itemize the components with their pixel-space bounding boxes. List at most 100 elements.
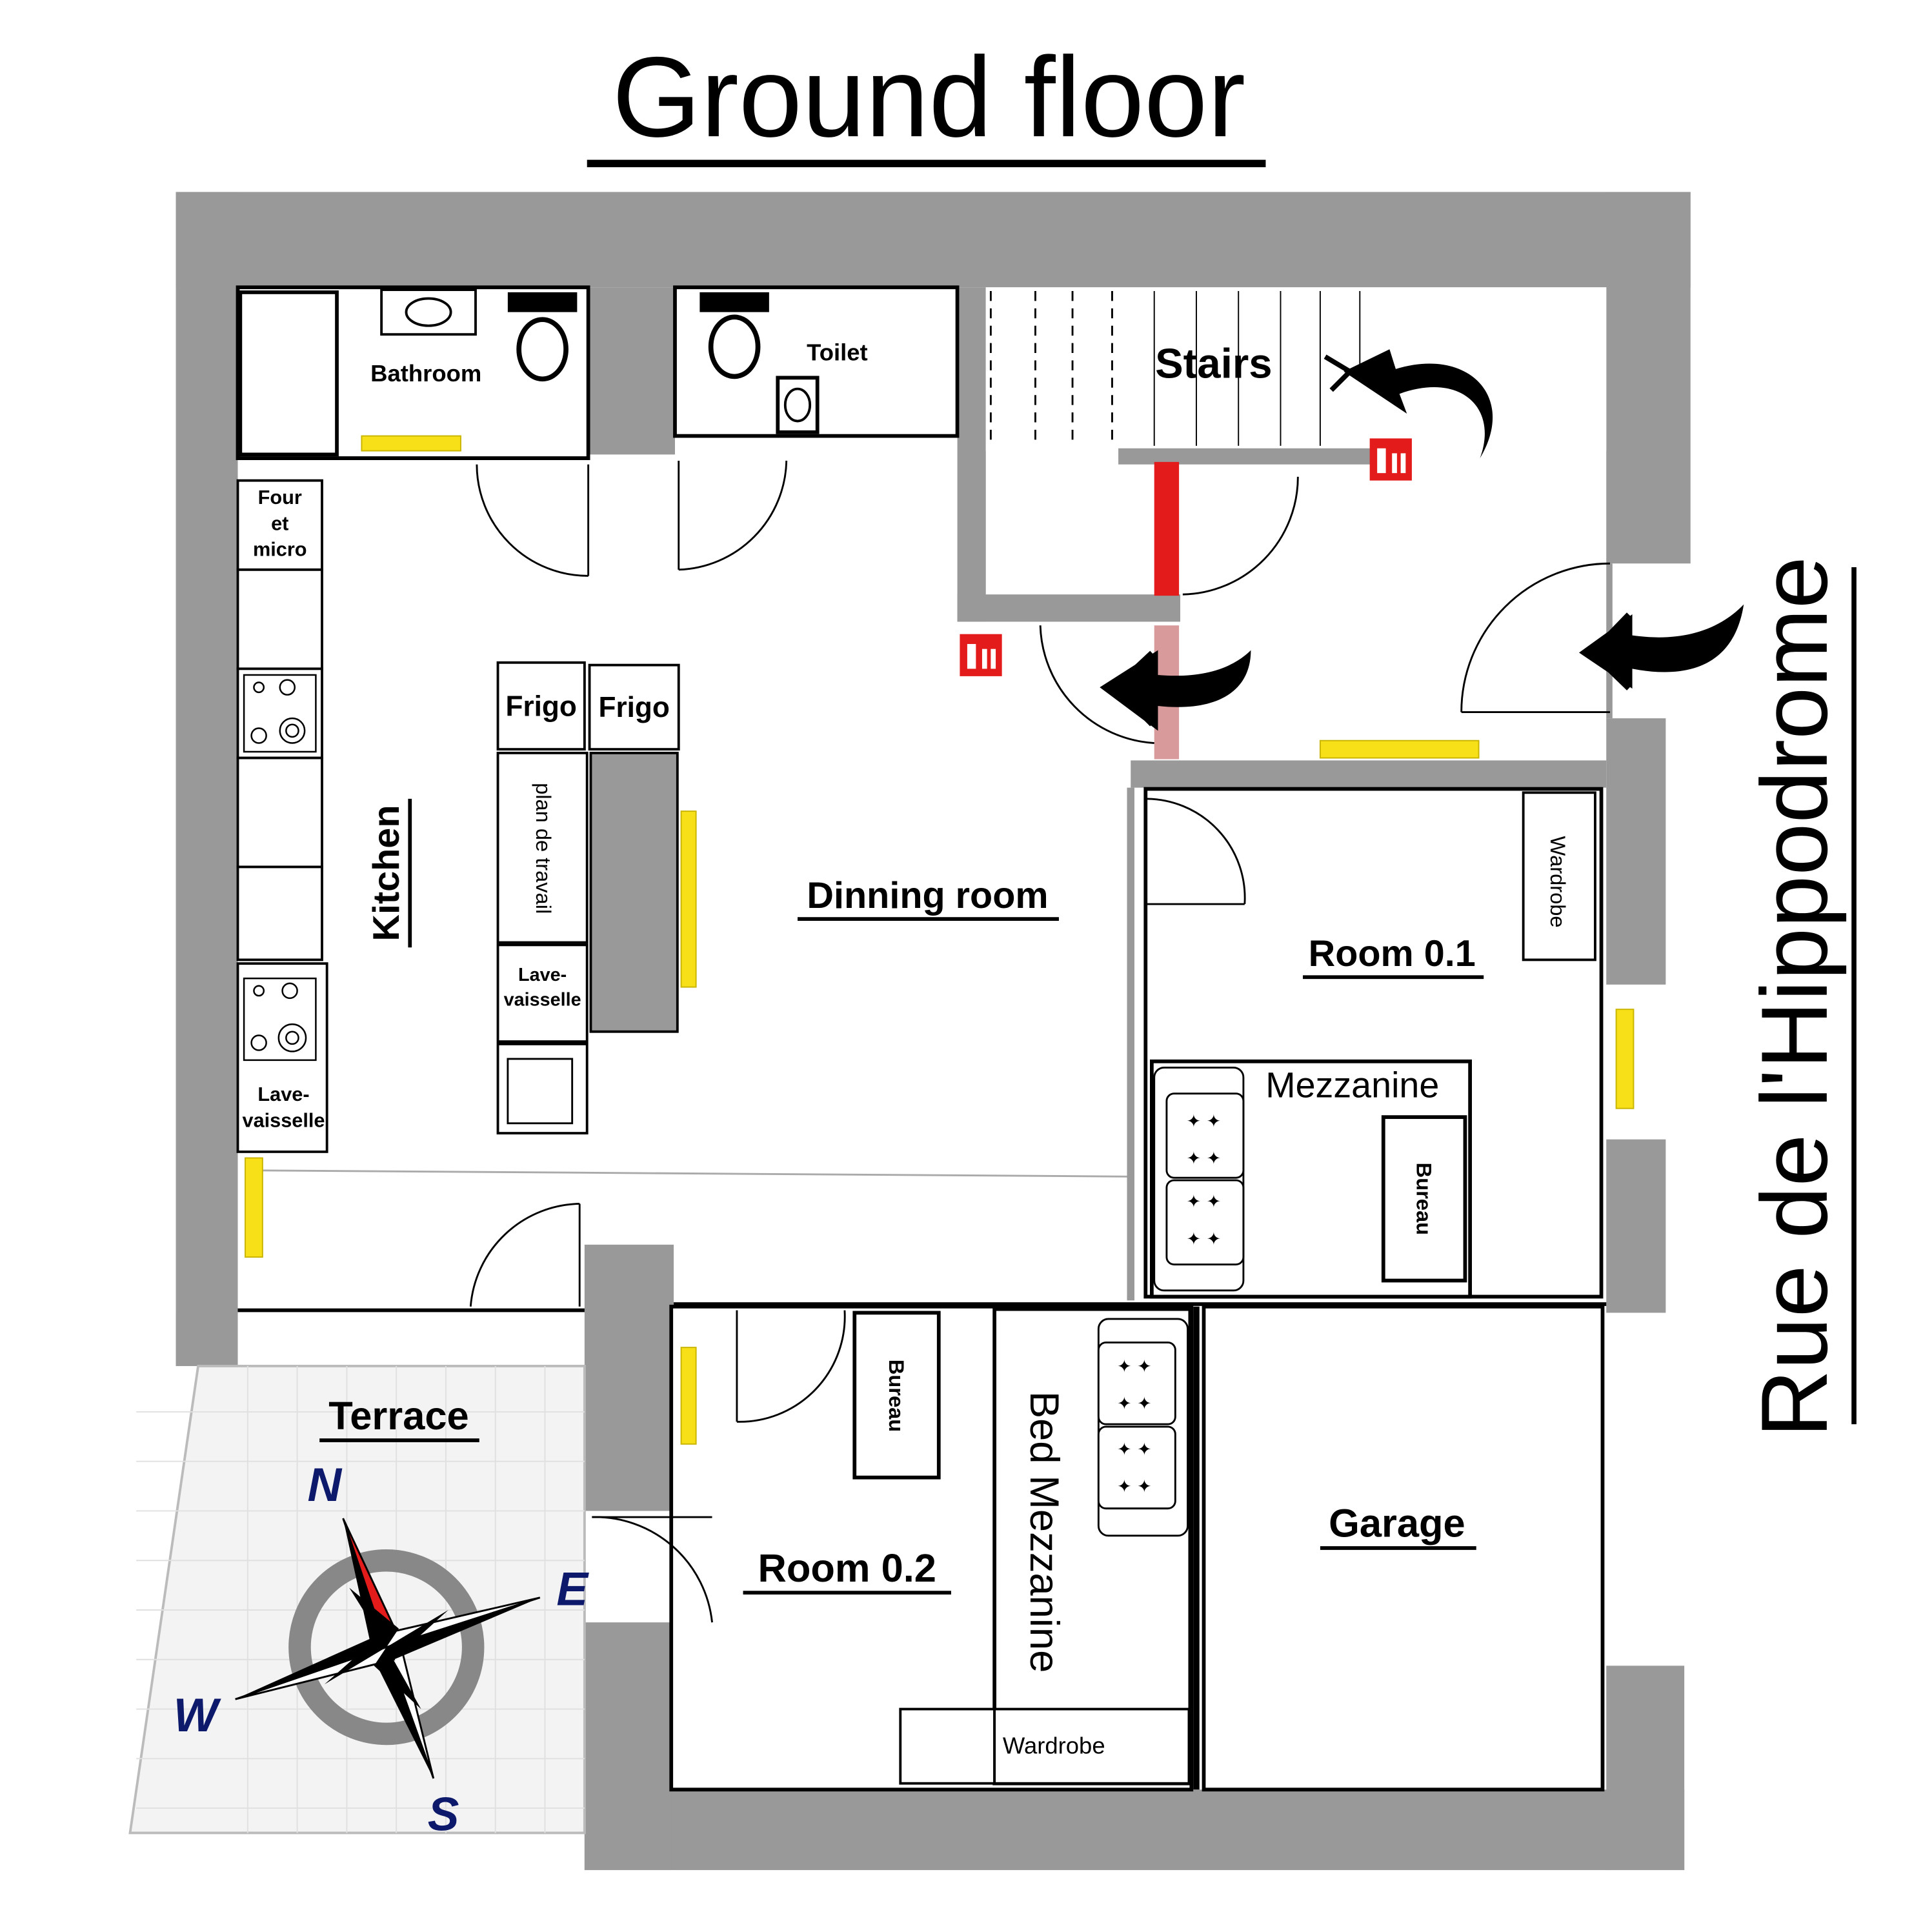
compass-n-label: N	[308, 1459, 343, 1511]
radiator	[1319, 740, 1480, 759]
compass-e-label: E	[556, 1563, 589, 1615]
dishwasher-label-1: Lave-	[518, 965, 567, 985]
sofa-cushion-marks: ✦ ✦ ✦ ✦ ✦ ✦ ✦ ✦	[1117, 1357, 1152, 1497]
wardrobe-room01-label: Wardrobe	[1546, 836, 1570, 928]
toilet-bowl	[708, 314, 761, 379]
toilet-label: Toilet	[807, 339, 868, 365]
stair-steps	[989, 291, 1113, 446]
door-swing	[469, 1203, 580, 1307]
svg-text:✦ ✦: ✦ ✦	[1117, 1394, 1152, 1414]
wall-kitchen-bottom-left	[176, 1313, 238, 1366]
bed-mezzanine-label: Bed Mezzanine	[1021, 1391, 1067, 1673]
svg-text:✦ ✦: ✦ ✦	[1117, 1440, 1152, 1460]
wall-stair-bottom	[957, 594, 1181, 622]
dishwasher-label-2: vaisselle	[243, 1109, 325, 1131]
radiator	[1615, 1009, 1635, 1109]
door-swing	[1039, 625, 1154, 744]
mezzanine-label: Mezzanine	[1265, 1065, 1439, 1105]
terrace-label: Terrace	[328, 1394, 468, 1438]
bathroom-label: Bathroom	[370, 360, 481, 387]
svg-text:✦ ✦: ✦ ✦	[1117, 1357, 1152, 1377]
desk-room01-label: Bureau	[1413, 1163, 1436, 1235]
radiator	[680, 810, 697, 988]
fire-door-upper	[1154, 461, 1180, 596]
compass-w-label: W	[174, 1689, 222, 1742]
door-swing	[1460, 562, 1611, 712]
stove-icon	[243, 977, 317, 1062]
stairs-area	[985, 287, 1607, 451]
door-swing	[592, 1516, 713, 1623]
fridge-2-label: Frigo	[598, 692, 669, 723]
bathroom-radiator	[361, 435, 461, 452]
street-label: Rue de l'Hippodrome	[1742, 556, 1847, 1438]
wardrobe-room02	[993, 1707, 1191, 1785]
dishwasher-label-1: Lave-	[257, 1083, 309, 1105]
wall-room01-top	[1131, 760, 1607, 788]
sofa-icon	[1153, 1066, 1245, 1292]
entry-arrow-icon	[1579, 604, 1744, 690]
door-swing	[476, 464, 589, 577]
toilet-tank	[699, 292, 769, 312]
radiator	[245, 1157, 263, 1258]
extinguisher-icon	[1369, 438, 1412, 481]
wardrobe-room02-left	[899, 1707, 996, 1785]
desk-room01	[1381, 1115, 1467, 1283]
door-swing	[736, 1310, 846, 1423]
sofa-cushion-marks: ✦ ✦ ✦ ✦ ✦ ✦ ✦ ✦	[1187, 1111, 1222, 1249]
sofa-icon	[1097, 1318, 1189, 1537]
door-swing	[1182, 476, 1299, 596]
dishwasher-label-2: vaisselle	[504, 989, 581, 1010]
bathroom-sink-bowl	[405, 297, 452, 327]
compass-rose-icon	[235, 1518, 541, 1779]
dining-label: Dinning room	[807, 875, 1048, 916]
dining-arrow-icon	[1100, 650, 1251, 731]
door-swing	[678, 460, 788, 571]
fridge-1-label: Frigo	[506, 690, 577, 722]
garage-label: Garage	[1329, 1502, 1465, 1546]
oven-label-3: micro	[253, 538, 307, 561]
stairs-label: Stairs	[1155, 339, 1272, 387]
door-swing	[1145, 798, 1246, 905]
island-bar	[589, 751, 679, 1033]
svg-text:✦ ✦: ✦ ✦	[1187, 1192, 1222, 1212]
svg-text:✦ ✦: ✦ ✦	[1187, 1229, 1222, 1249]
stairs-arrow-icon	[1323, 349, 1493, 459]
plan-title: Ground floor	[612, 34, 1245, 161]
wall-stair-left	[957, 287, 986, 622]
wall-room02-left-upper	[584, 1244, 674, 1511]
worktop-label: plan de travail	[532, 783, 556, 914]
doors	[469, 460, 1611, 1623]
oven-label-1: Four	[258, 486, 302, 508]
radiator	[680, 1347, 697, 1445]
compass-s-label: S	[428, 1789, 459, 1841]
oven-label-2: et	[271, 512, 288, 534]
sink-basin	[507, 1058, 574, 1125]
bathtub	[238, 290, 339, 457]
room02-label: Room 0.2	[758, 1546, 936, 1591]
stove-icon	[243, 674, 317, 753]
worktop	[496, 751, 589, 944]
stair-landing-rail	[1118, 448, 1379, 465]
room01-label: Room 0.1	[1309, 933, 1476, 974]
bathroom-toilet-tank	[507, 292, 578, 312]
bathroom-toilet-bowl	[516, 317, 569, 382]
toilet-sink	[776, 376, 820, 434]
svg-text:✦ ✦: ✦ ✦	[1117, 1477, 1152, 1497]
wall-bottom	[584, 1789, 1685, 1871]
wall-left	[176, 192, 238, 1366]
kitchen-divider-line	[247, 1169, 1127, 1178]
fridge-1	[496, 661, 586, 751]
wall-right-upper	[1606, 192, 1691, 564]
outer-walls	[176, 192, 1691, 1871]
fridge-2	[588, 663, 680, 751]
svg-text:✦ ✦: ✦ ✦	[1187, 1111, 1222, 1131]
wall-right-mid	[1606, 718, 1666, 985]
extinguisher-icon	[960, 634, 1002, 676]
toilet-sink-bowl	[783, 387, 812, 423]
dishwasher	[496, 943, 589, 1043]
kitchen-label: Kitchen	[366, 805, 407, 941]
wall-top	[176, 192, 1691, 288]
desk-room02	[852, 1311, 941, 1480]
svg-text:✦ ✦: ✦ ✦	[1187, 1149, 1222, 1169]
